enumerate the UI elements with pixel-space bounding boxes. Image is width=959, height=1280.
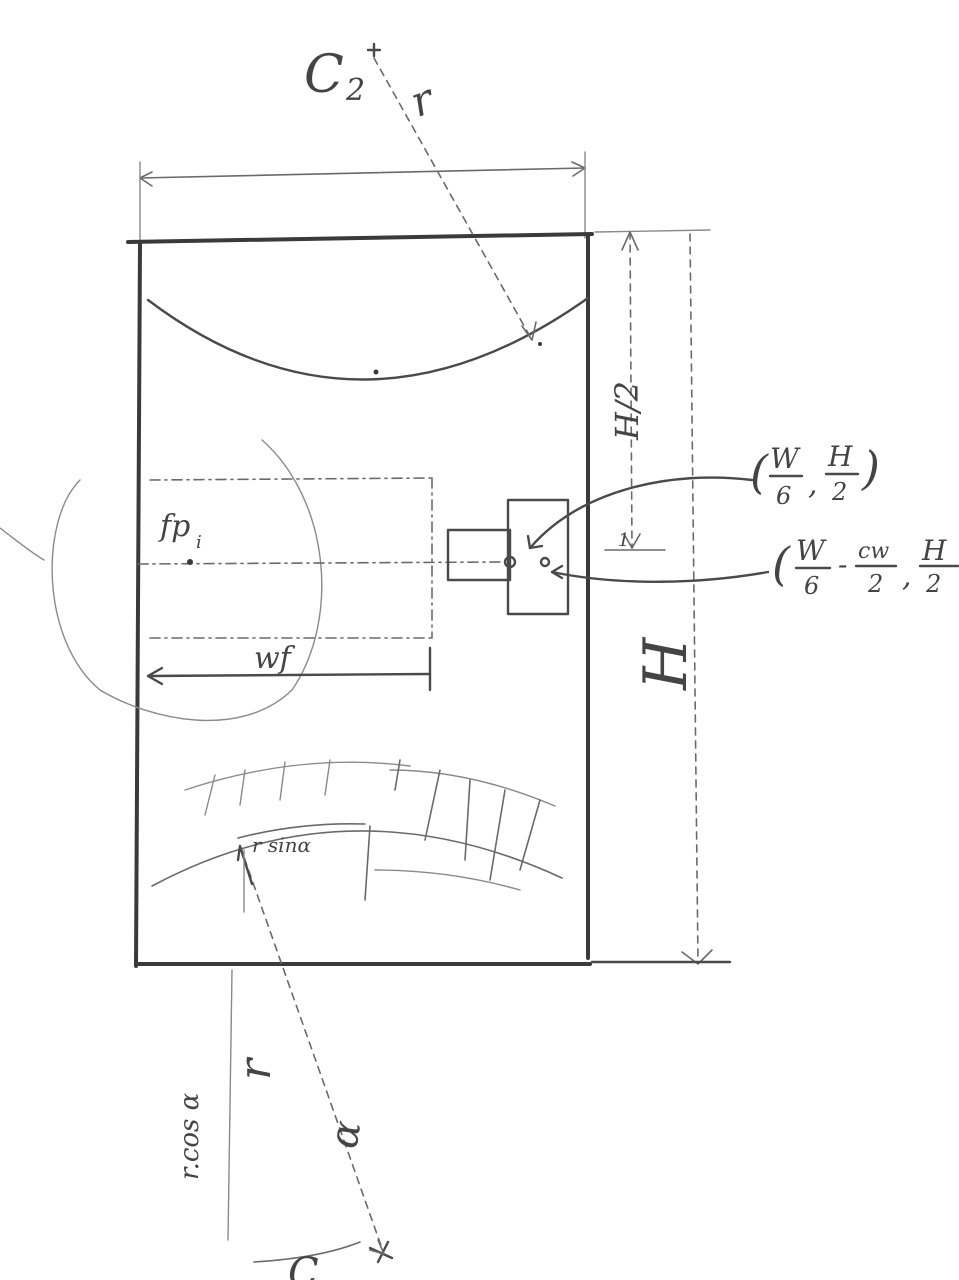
coord-one-x-num: W: [770, 442, 801, 475]
center-c2-cross: [366, 42, 382, 58]
coord-two-open: (: [772, 537, 791, 591]
label-c2: C: [304, 45, 344, 105]
label-h: H: [631, 636, 701, 691]
label-r-sin-alpha: r sinα: [252, 833, 311, 857]
coord-two-y-den: 2: [925, 570, 941, 598]
label-h-half: H/2: [608, 381, 646, 441]
wf-dimension: [146, 646, 432, 692]
label-offset-mark: 1: [618, 530, 629, 551]
coord-two-cw-num: cw: [858, 539, 889, 564]
coord-one-comma: ,: [808, 467, 818, 502]
coord-one-y-den: 2: [831, 478, 847, 506]
label-r-bottom: r: [230, 1056, 281, 1080]
top-arc-construction: [146, 42, 590, 381]
coord-one-y-num: H: [827, 440, 853, 473]
height-dimensions: [590, 229, 732, 965]
coord-two-y-num: H: [921, 534, 947, 567]
coord-offset-annotation: ( W 6 - cw 2 , H 2: [772, 534, 959, 600]
coord-center-annotation: ( W 6 , H 2 ): [750, 440, 880, 510]
label-fp-sub: i: [196, 532, 202, 553]
arrow-to-center: [528, 476, 754, 550]
coord-two-cw-den: 2: [867, 570, 883, 598]
label-c2-sub: 2: [345, 73, 365, 108]
bottom-radius-construction: [227, 844, 394, 1264]
coord-two-x-den: 6: [804, 572, 819, 600]
faint-stroke: [0, 527, 45, 561]
coord-one-x-den: 6: [776, 482, 791, 510]
coord-one-open: (: [750, 445, 769, 499]
coord-two-minus: -: [838, 548, 847, 581]
label-wf: wf: [254, 641, 296, 676]
coord-two-x-num: W: [796, 534, 827, 567]
feature-box: [137, 477, 501, 639]
label-fp: fp: [158, 509, 190, 544]
label-alpha: α: [321, 1117, 371, 1152]
label-r-cos-alpha: r.cos α: [175, 1092, 205, 1180]
faint-circle: [51, 439, 323, 722]
connector-block: [446, 498, 570, 616]
width-dimension: [139, 151, 586, 251]
page-rectangle: [126, 232, 594, 968]
arrow-to-offset: [550, 570, 770, 583]
coord-one-close: ): [861, 441, 880, 495]
coord-two-comma: ,: [902, 559, 912, 594]
label-c-bottom: C: [288, 1250, 319, 1280]
label-r-top: r: [404, 73, 442, 127]
curved-strip: [151, 759, 563, 901]
